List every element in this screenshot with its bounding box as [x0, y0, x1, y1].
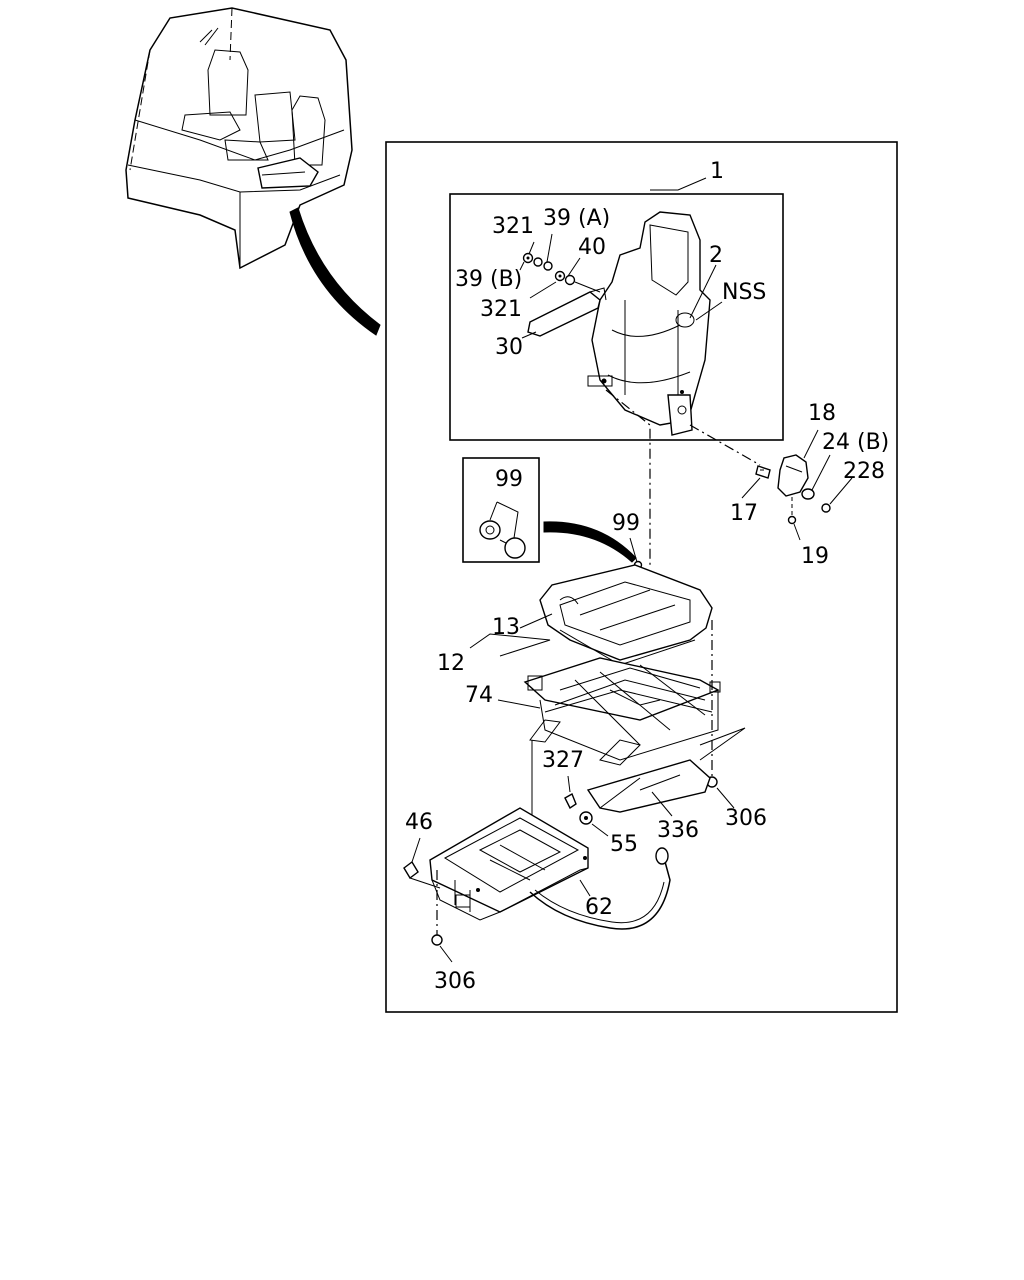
seat-cushion	[539, 564, 713, 666]
label-part-99: 99	[612, 511, 640, 536]
label-part-74: 74	[465, 683, 493, 708]
label-part-1: 1	[710, 159, 724, 184]
label-part-2: 2	[709, 243, 723, 268]
label-part-327: 327	[542, 748, 584, 773]
label-part-306-bottom: 306	[434, 969, 476, 994]
seat-back-assembly-box	[449, 193, 784, 441]
label-part-46: 46	[405, 810, 433, 835]
label-part-12: 12	[437, 651, 465, 676]
lower-cover	[586, 759, 711, 813]
label-part-321-lower: 321	[480, 297, 522, 322]
callout-arrow-cab	[289, 207, 381, 336]
label-nss: NSS	[722, 280, 766, 305]
harness-cable	[529, 857, 671, 930]
label-part-228: 228	[843, 459, 885, 484]
label-part-40: 40	[578, 235, 606, 260]
callout-arrow-99	[543, 521, 637, 563]
armrest-hardware	[519, 233, 601, 339]
grommet-detail	[479, 501, 526, 559]
label-part-306-right: 306	[725, 806, 767, 831]
detail-box-99	[462, 457, 540, 563]
seat-slide-frame	[523, 657, 746, 766]
label-part-19: 19	[801, 544, 829, 569]
assembly-axis-knob	[689, 424, 761, 466]
label-part-336: 336	[657, 818, 699, 843]
label-part-55: 55	[610, 832, 638, 857]
label-part-321-upper: 321	[492, 214, 534, 239]
label-part-99-box: 99	[495, 467, 523, 492]
seat-back	[587, 211, 711, 436]
label-part-39b: 39 (B)	[455, 267, 522, 292]
label-part-30: 30	[495, 335, 523, 360]
cab-overview-illustration	[125, 7, 353, 270]
seat-base	[429, 807, 589, 921]
armrest	[527, 287, 607, 337]
label-part-39a: 39 (A)	[543, 206, 610, 231]
label-part-13: 13	[492, 615, 520, 640]
label-part-62: 62	[585, 895, 613, 920]
recliner-cover-parts	[741, 429, 853, 541]
label-part-17: 17	[730, 501, 758, 526]
assembly-axis-back	[605, 389, 651, 565]
label-part-24b: 24 (B)	[822, 430, 889, 455]
label-part-18: 18	[808, 401, 836, 426]
main-frame	[385, 141, 898, 1013]
